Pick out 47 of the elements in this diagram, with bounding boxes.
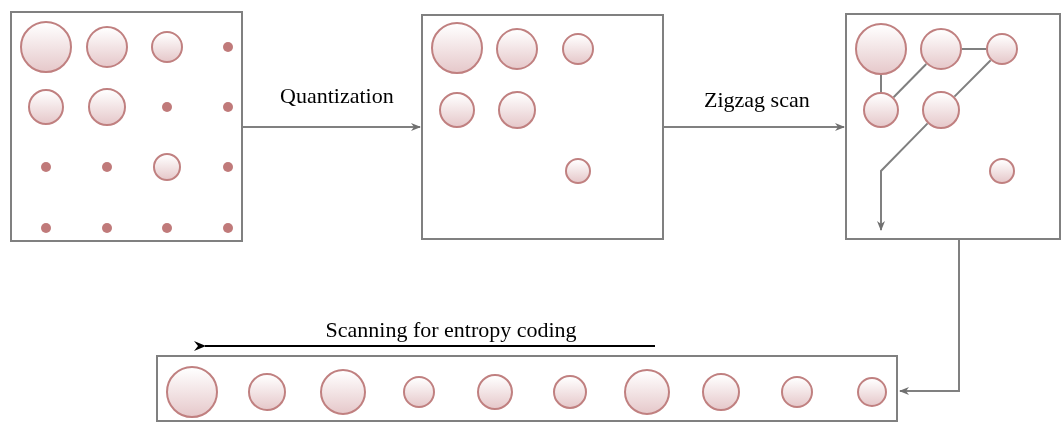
coefficient-circle: [248, 373, 286, 411]
coefficient-circle: [320, 369, 366, 415]
coefficient-circle: [439, 92, 475, 128]
coefficient-circle: [562, 33, 594, 65]
coefficient-dot: [223, 42, 233, 52]
arrow: [242, 123, 421, 131]
coefficient-dot: [102, 223, 112, 233]
arrow: [663, 123, 845, 131]
coefficient-dot: [223, 223, 233, 233]
coefficient-circle: [553, 375, 587, 409]
coefficient-circle: [431, 22, 483, 74]
coefficient-circle: [496, 28, 538, 70]
coefficient-circle: [986, 33, 1018, 65]
matrix-box: [10, 11, 243, 242]
arrow: [877, 122, 929, 231]
matrix-box: [421, 14, 664, 240]
coefficient-circle: [86, 26, 128, 68]
coefficient-circle: [989, 158, 1015, 184]
coefficient-dot: [102, 162, 112, 172]
coefficient-circle: [863, 92, 899, 128]
coefficient-circle: [920, 28, 962, 70]
coefficient-circle: [153, 153, 181, 181]
coefficient-dot: [162, 223, 172, 233]
coefficient-dot: [41, 223, 51, 233]
coefficient-dot: [41, 162, 51, 172]
arrow: [899, 239, 960, 395]
coefficient-circle: [922, 91, 960, 129]
coefficient-circle: [565, 158, 591, 184]
coefficient-dot: [223, 102, 233, 112]
coefficient-circle: [855, 23, 907, 75]
coefficient-circle: [857, 377, 887, 407]
matrix-box: [845, 13, 1061, 240]
coefficient-dot: [162, 102, 172, 112]
coefficient-dot: [223, 162, 233, 172]
coefficient-circle: [20, 21, 72, 73]
coefficient-circle: [624, 369, 670, 415]
coefficient-circle: [28, 89, 64, 125]
coefficient-circle: [88, 88, 126, 126]
coefficient-circle: [151, 31, 183, 63]
coefficient-circle: [477, 374, 513, 410]
coefficient-circle: [166, 366, 218, 418]
coefficient-circle: [702, 373, 740, 411]
caption-text: Scanning for entropy coding: [324, 318, 578, 342]
coefficient-circle: [781, 376, 813, 408]
sequence-box: [156, 355, 898, 422]
coefficient-circle: [403, 376, 435, 408]
coefficient-circle: [498, 91, 536, 129]
